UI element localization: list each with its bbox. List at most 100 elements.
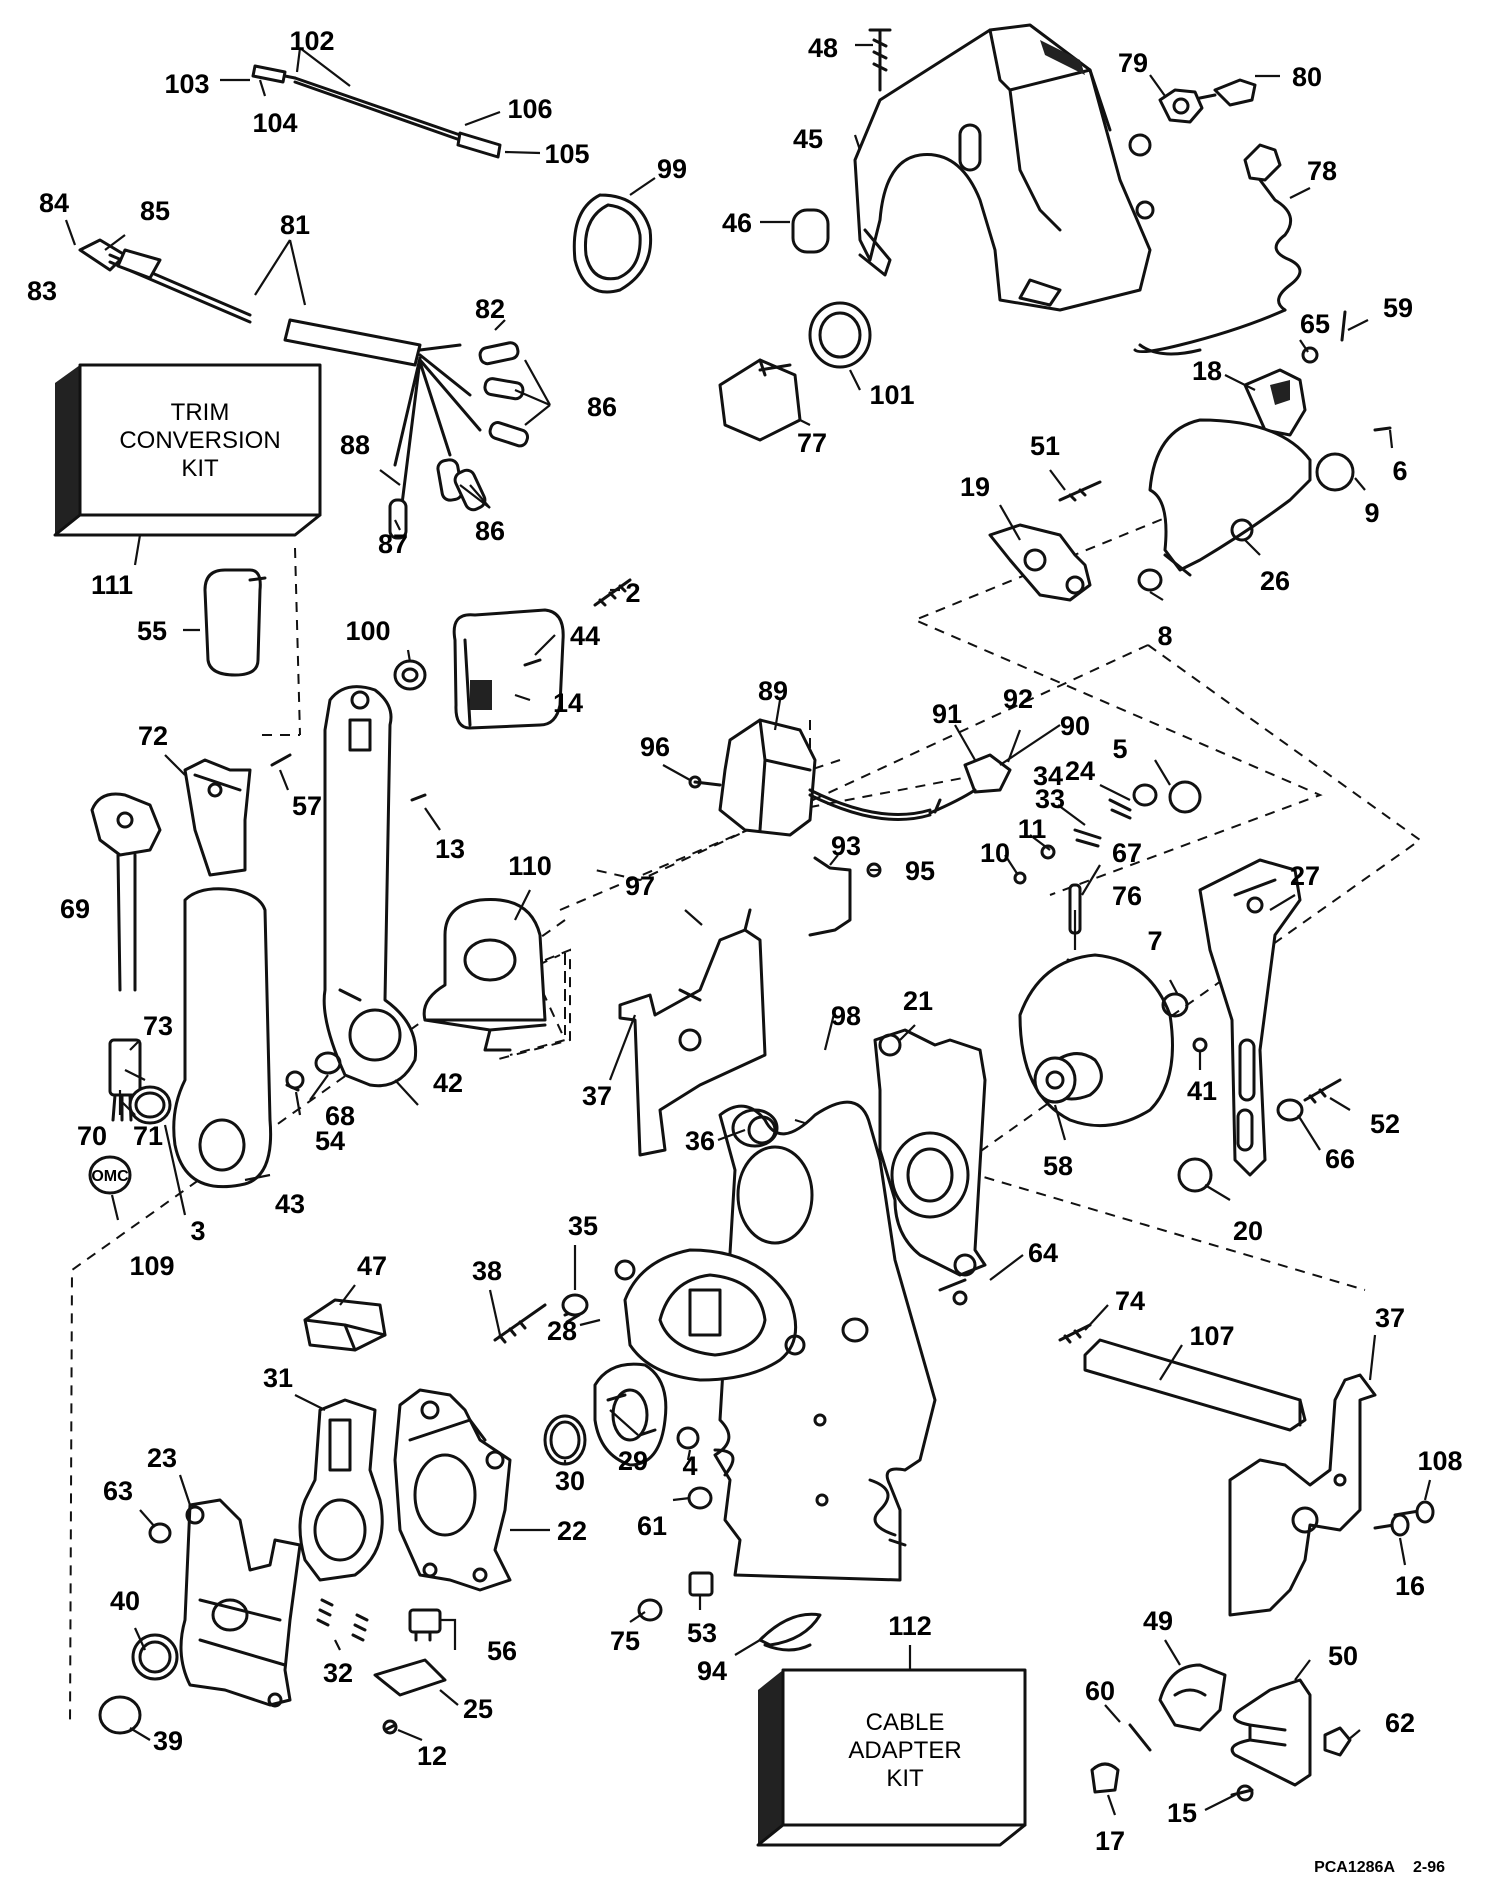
callout-78: 78 bbox=[1307, 156, 1337, 186]
callout-49: 49 bbox=[1143, 1606, 1173, 1636]
callout-5: 5 bbox=[1112, 734, 1127, 764]
dial-and-bracket bbox=[1018, 858, 1342, 1193]
mounting-plates bbox=[618, 908, 987, 1582]
callout-75: 75 bbox=[610, 1626, 640, 1656]
callout-69: 69 bbox=[60, 894, 90, 924]
callout-96: 96 bbox=[640, 732, 670, 762]
callout-30: 30 bbox=[555, 1466, 585, 1496]
right-bracket-parts bbox=[1058, 1323, 1435, 1617]
callout-62: 62 bbox=[1385, 1708, 1415, 1738]
callout-27: 27 bbox=[1290, 861, 1320, 891]
cable-kit-line-1: CABLE bbox=[866, 1709, 945, 1736]
cable-kit-line-3: KIT bbox=[886, 1765, 924, 1792]
figure-reference: PCA1286A 2-96 bbox=[1314, 1859, 1445, 1876]
callout-72: 72 bbox=[138, 721, 168, 751]
callout-109: 109 bbox=[129, 1251, 174, 1281]
callout-108: 108 bbox=[1417, 1446, 1462, 1476]
callout-88: 88 bbox=[340, 430, 370, 460]
callout-11: 11 bbox=[1018, 814, 1047, 844]
callout-37b: 37 bbox=[1375, 1303, 1405, 1333]
callout-104: 104 bbox=[252, 108, 297, 138]
callout-23: 23 bbox=[147, 1443, 177, 1473]
callout-76: 76 bbox=[1112, 881, 1142, 911]
callout-83: 83 bbox=[27, 276, 57, 306]
nut-and-key bbox=[1158, 78, 1257, 124]
callout-47: 47 bbox=[357, 1251, 387, 1281]
screw-48 bbox=[868, 28, 892, 92]
callout-38: 38 bbox=[472, 1256, 502, 1286]
callout-15: 15 bbox=[1167, 1798, 1197, 1828]
callout-66: 66 bbox=[1325, 1144, 1355, 1174]
callout-7: 7 bbox=[1147, 926, 1162, 956]
reference-date: 2-96 bbox=[1413, 1859, 1445, 1876]
callout-64: 64 bbox=[1028, 1238, 1058, 1268]
callout-42: 42 bbox=[433, 1068, 463, 1098]
callout-20: 20 bbox=[1233, 1216, 1263, 1246]
callout-95: 95 bbox=[905, 856, 935, 886]
callout-leaders bbox=[64, 43, 1432, 1816]
callout-101: 101 bbox=[869, 380, 914, 410]
callout-16: 16 bbox=[1395, 1571, 1425, 1601]
callout-28: 28 bbox=[547, 1316, 577, 1346]
cable-kit-line-2: ADAPTER bbox=[848, 1737, 961, 1764]
callout-10: 10 bbox=[980, 838, 1010, 868]
callout-45: 45 bbox=[793, 124, 823, 154]
callout-32: 32 bbox=[323, 1658, 353, 1688]
callout-44: 44 bbox=[570, 621, 600, 651]
callout-82: 82 bbox=[475, 294, 505, 324]
neutral-switch-assembly bbox=[688, 718, 1012, 937]
callout-31: 31 bbox=[263, 1363, 293, 1393]
callout-56: 56 bbox=[487, 1636, 517, 1666]
cam-and-lever-parts bbox=[988, 310, 1392, 602]
front-housing-parts bbox=[98, 1298, 512, 1735]
callout-73: 73 bbox=[143, 1011, 173, 1041]
callout-19: 19 bbox=[960, 472, 990, 502]
callout-63: 63 bbox=[103, 1476, 133, 1506]
callout-18: 18 bbox=[1192, 356, 1222, 386]
lanyard-clip bbox=[1133, 143, 1302, 356]
callout-105: 105 bbox=[544, 139, 589, 169]
callout-103: 103 bbox=[164, 69, 209, 99]
callout-99: 99 bbox=[657, 154, 687, 184]
wire-leads bbox=[251, 64, 502, 159]
callout-46: 46 bbox=[722, 208, 752, 238]
trim-kit-line-3: KIT bbox=[181, 455, 219, 482]
callout-81: 81 bbox=[280, 210, 310, 240]
callout-17: 17 bbox=[1095, 1826, 1125, 1856]
callout-36: 36 bbox=[685, 1126, 715, 1156]
callout-84: 84 bbox=[39, 188, 69, 218]
callout-90: 90 bbox=[1060, 711, 1090, 741]
callout-60: 60 bbox=[1085, 1676, 1115, 1706]
callout-8: 8 bbox=[1157, 621, 1172, 651]
callout-112: 112 bbox=[888, 1611, 932, 1641]
callout-111: 111 bbox=[91, 570, 133, 600]
callout-74: 74 bbox=[1115, 1286, 1145, 1316]
callout-55: 55 bbox=[137, 616, 167, 646]
callout-98: 98 bbox=[831, 1001, 861, 1031]
callout-29: 29 bbox=[618, 1446, 648, 1476]
callout-48: 48 bbox=[808, 33, 838, 63]
callout-58: 58 bbox=[1043, 1151, 1073, 1181]
callout-91: 91 bbox=[932, 699, 962, 729]
callout-53: 53 bbox=[687, 1618, 717, 1648]
callout-93: 93 bbox=[831, 831, 861, 861]
callout-80: 80 bbox=[1292, 62, 1322, 92]
callout-65: 65 bbox=[1300, 309, 1330, 339]
callout-85: 85 bbox=[140, 196, 170, 226]
cable-tie bbox=[572, 193, 653, 294]
callout-68: 68 bbox=[325, 1101, 355, 1131]
callout-50: 50 bbox=[1328, 1641, 1358, 1671]
callout-37a: 37 bbox=[582, 1081, 612, 1111]
bottom-right-parts bbox=[1090, 1663, 1352, 1802]
knob-and-bushing bbox=[718, 301, 872, 442]
callout-2: 2 bbox=[625, 578, 640, 608]
trim-conversion-kit: TRIM CONVERSION KIT bbox=[53, 363, 322, 566]
small-fasteners-left: OMC bbox=[88, 578, 632, 1195]
callout-54: 54 bbox=[315, 1126, 345, 1156]
callout-100: 100 bbox=[345, 616, 390, 646]
callout-102: 102 bbox=[289, 26, 334, 56]
callout-14: 14 bbox=[553, 688, 583, 718]
handle-and-lever-group bbox=[90, 568, 571, 1189]
callout-39: 39 bbox=[153, 1726, 183, 1756]
